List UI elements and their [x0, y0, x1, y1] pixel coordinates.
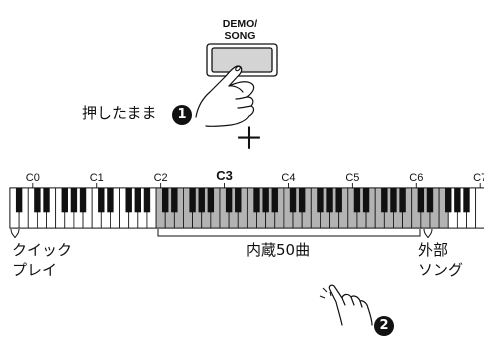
black-key: [417, 187, 425, 213]
demo-song-caption-line2: SONG: [224, 30, 256, 42]
note-label-c7: C7: [473, 172, 484, 184]
external-bracket: [423, 228, 433, 239]
black-key: [134, 187, 142, 213]
quick-play-label-line2: プレイ: [12, 261, 58, 279]
black-key: [271, 187, 278, 213]
black-key: [317, 187, 324, 213]
black-key: [189, 187, 196, 213]
quick-play-label: クイック プレイ: [12, 240, 72, 280]
note-label-c6: C6: [409, 172, 424, 184]
note-label-c2: C2: [153, 172, 168, 184]
black-key: [43, 187, 50, 213]
black-key: [235, 187, 242, 213]
tap-motion-dashes: [319, 287, 332, 299]
external-songs-label-line2: ソング: [418, 261, 464, 279]
black-key: [107, 187, 114, 213]
demo-song-caption-line1: DEMO/: [222, 18, 258, 30]
black-key: [335, 187, 342, 213]
internal-songs-bracket: [157, 229, 421, 237]
black-key: [125, 187, 132, 213]
black-key: [289, 187, 297, 213]
finger-tap-icon: [328, 284, 373, 326]
black-key: [298, 187, 306, 213]
black-key: [98, 187, 105, 213]
hand-press-icon: [195, 65, 255, 128]
black-key: [143, 187, 151, 213]
black-key: [353, 187, 361, 213]
black-key: [61, 187, 68, 213]
black-key: [390, 187, 397, 213]
plus-sign: ＋: [234, 122, 264, 157]
black-key: [34, 187, 41, 213]
note-label-c0: C0: [25, 172, 40, 184]
black-key: [381, 187, 388, 213]
demo-song-button[interactable]: [206, 43, 278, 77]
external-songs-label: 外部 ソング: [418, 240, 463, 280]
black-key: [79, 187, 87, 213]
black-key: [198, 187, 205, 213]
black-key: [225, 187, 233, 213]
black-key: [463, 187, 470, 213]
step-2-badge: 2: [374, 316, 394, 336]
note-label-c1: C1: [89, 172, 104, 184]
black-key: [262, 187, 269, 213]
black-key: [426, 187, 434, 213]
black-key: [171, 187, 178, 213]
white-key: [475, 187, 484, 229]
internal-songs-label: 内蔵50曲: [246, 241, 311, 259]
black-key: [445, 187, 452, 213]
black-key: [207, 187, 215, 213]
quick-play-label-line1: クイック: [12, 241, 73, 259]
note-label-c5: C5: [345, 172, 360, 184]
black-key: [15, 187, 23, 213]
note-label-c3: C3: [216, 168, 233, 183]
black-key: [162, 187, 169, 213]
hold-down-label: 押したまま: [82, 104, 157, 122]
black-key: [70, 187, 78, 213]
quick-play-bracket: [10, 228, 20, 239]
black-key: [399, 187, 406, 213]
note-label-c4: C4: [281, 172, 296, 184]
step-1-badge: 1: [172, 105, 192, 125]
black-key: [362, 187, 370, 213]
external-songs-label-line1: 外部: [418, 241, 449, 259]
black-key: [454, 187, 461, 213]
black-key: [326, 187, 333, 213]
demo-song-caption: DEMO/ SONG: [200, 18, 280, 42]
black-key: [253, 187, 260, 213]
